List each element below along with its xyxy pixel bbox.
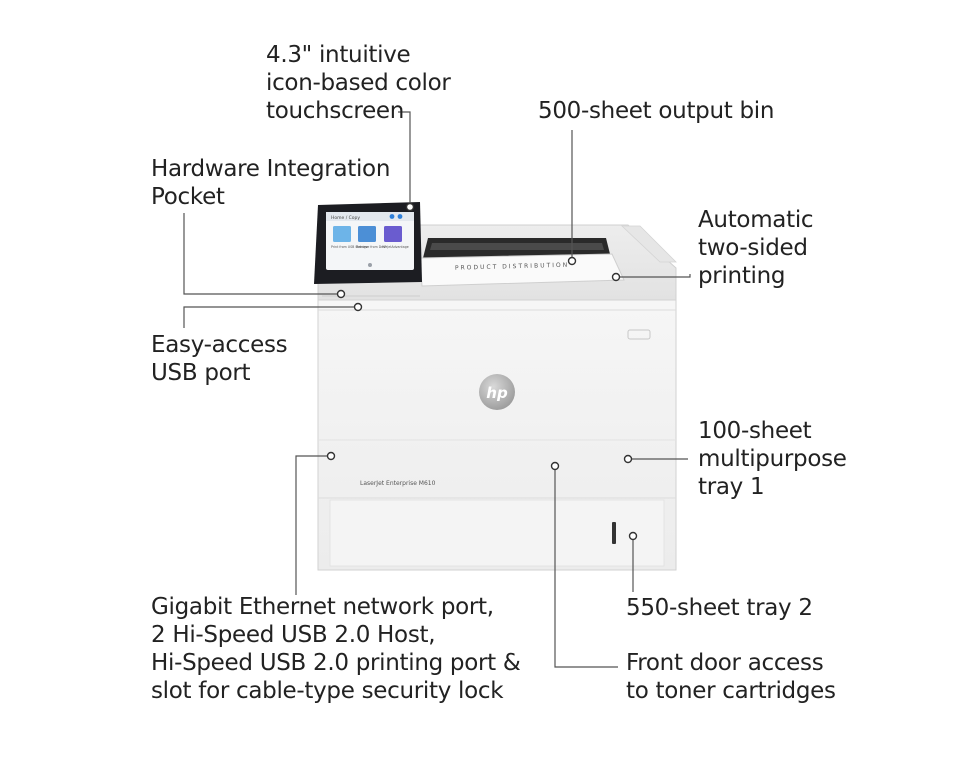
callout-line: touchscreen bbox=[266, 98, 405, 124]
callout-line: 550-sheet tray 2 bbox=[626, 595, 813, 621]
svg-text:Retrieve from Drive: Retrieve from Drive bbox=[356, 245, 387, 249]
callout-line: 500-sheet output bin bbox=[538, 98, 775, 124]
leader-lines bbox=[183, 111, 691, 668]
callout-touchscreen: 4.3" intuitive icon-based color touchscr… bbox=[266, 41, 451, 125]
svg-text:HP JetAdvantage: HP JetAdvantage bbox=[382, 245, 409, 249]
callout-line: Front door access bbox=[626, 650, 824, 676]
callout-duplex: Automatic two-sided printing bbox=[698, 206, 814, 290]
callout-line: 100-sheet bbox=[698, 418, 812, 444]
home-icon bbox=[368, 263, 372, 267]
callout-front-door: Front door access to toner cartridges bbox=[626, 649, 836, 705]
dot-hip bbox=[336, 289, 346, 299]
dot-front-door bbox=[550, 461, 560, 471]
control-panel: Home / Copy Print from USB Storage Retri… bbox=[314, 202, 422, 284]
callout-line: Hardware Integration bbox=[151, 156, 391, 182]
callout-line: Hi-Speed USB 2.0 printing port & bbox=[151, 650, 521, 676]
callout-line: Pocket bbox=[151, 184, 225, 210]
callout-line: USB port bbox=[151, 360, 251, 386]
tray-2 bbox=[329, 499, 665, 567]
dot-usb bbox=[353, 302, 363, 312]
screen-title: Home / Copy bbox=[331, 215, 360, 221]
screen-tile-usb bbox=[333, 226, 351, 242]
callout-line: multipurpose bbox=[698, 446, 847, 472]
callout-line: icon-based color bbox=[266, 70, 451, 96]
callout-line: tray 1 bbox=[698, 474, 765, 500]
screen-tile-drive bbox=[358, 226, 376, 242]
callout-tray2: 550-sheet tray 2 bbox=[626, 594, 813, 622]
hp-logo bbox=[479, 374, 515, 410]
dot-output-bin bbox=[567, 256, 577, 266]
callout-line: two-sided bbox=[698, 235, 808, 261]
dot-ports bbox=[326, 451, 336, 461]
callout-line: printing bbox=[698, 263, 786, 289]
dot-tray2 bbox=[628, 531, 638, 541]
callout-ports: Gigabit Ethernet network port, 2 Hi-Spee… bbox=[151, 593, 521, 705]
callout-mp-tray: 100-sheet multipurpose tray 1 bbox=[698, 417, 847, 501]
paper-level-indicator bbox=[612, 522, 616, 544]
callout-line: 4.3" intuitive bbox=[266, 42, 411, 68]
mp-tray-handle bbox=[627, 329, 651, 340]
printer-body: hp LaserJet Enterprise M610 bbox=[317, 295, 677, 571]
model-label: LaserJet Enterprise M610 bbox=[360, 480, 436, 487]
callout-line: 2 Hi-Speed USB 2.0 Host, bbox=[151, 622, 436, 648]
callout-hip: Hardware Integration Pocket bbox=[151, 155, 390, 211]
dot-mp-tray bbox=[623, 454, 633, 464]
dot-duplex bbox=[611, 272, 621, 282]
callout-usb: Easy-access USB port bbox=[151, 331, 288, 387]
callout-line: Gigabit Ethernet network port, bbox=[151, 594, 494, 620]
screen-tile-jetadvantage bbox=[384, 226, 402, 242]
callout-line: Easy-access bbox=[151, 332, 288, 358]
dot-touchscreen bbox=[405, 202, 415, 212]
svg-text:Print from USB Storage: Print from USB Storage bbox=[331, 245, 368, 249]
callout-line: to toner cartridges bbox=[626, 678, 836, 704]
bin-paper-text: PRODUCT DISTRIBUTION bbox=[455, 262, 569, 272]
callout-line: slot for cable-type security lock bbox=[151, 678, 504, 704]
callout-output-bin: 500-sheet output bin bbox=[538, 97, 774, 125]
callout-line: Automatic bbox=[698, 207, 814, 233]
callout-dots bbox=[326, 202, 638, 541]
svg-text:hp: hp bbox=[486, 384, 508, 402]
output-paper bbox=[419, 253, 625, 287]
